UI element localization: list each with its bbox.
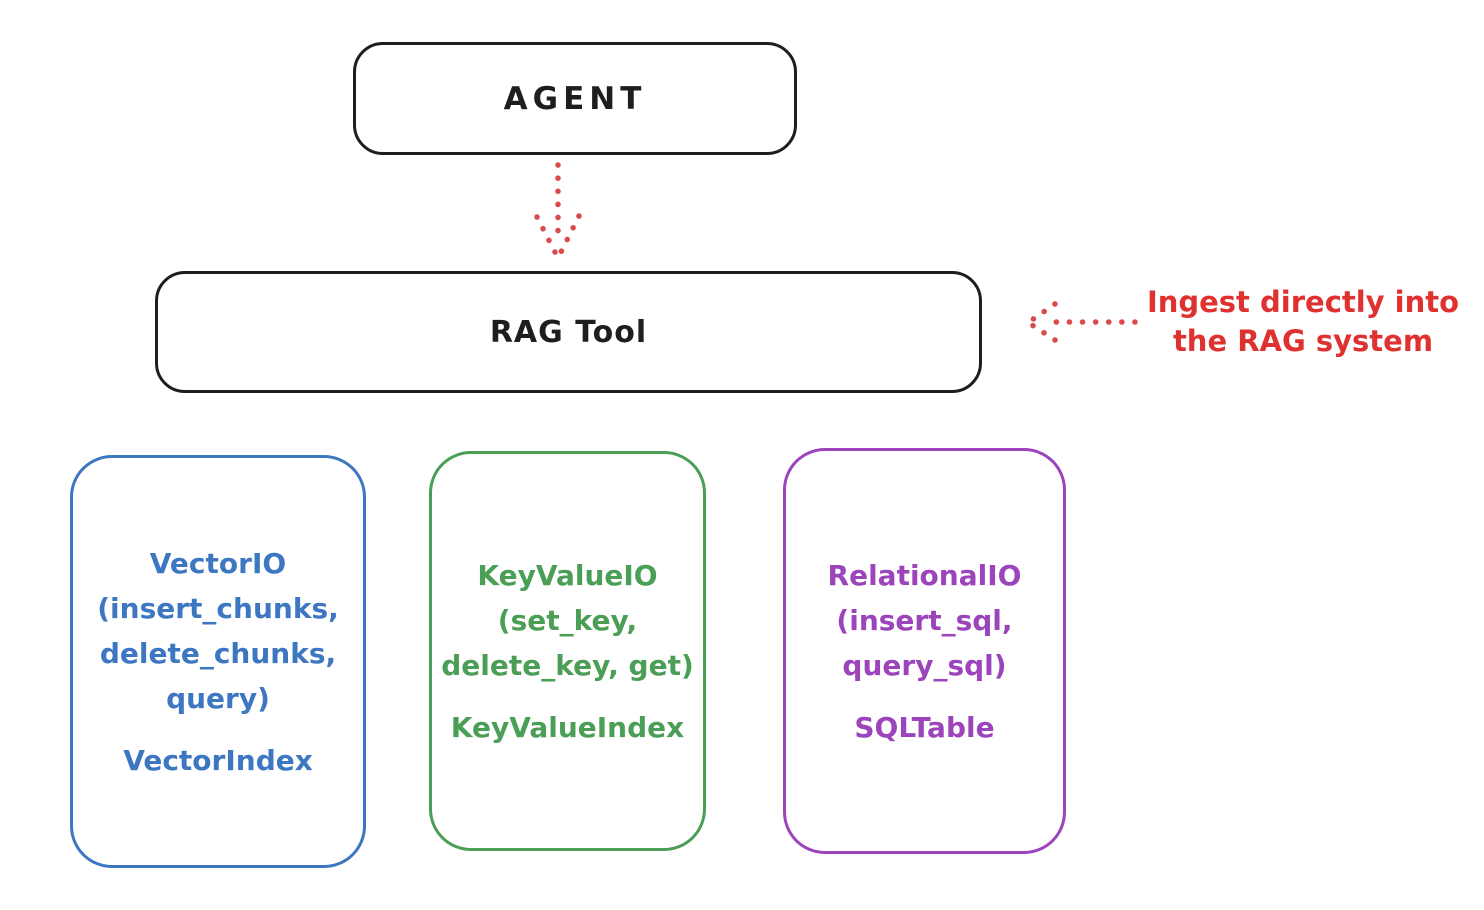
store-title: RelationalIO <box>827 558 1022 592</box>
annotation-line-1: Ingest directly into <box>1146 285 1460 319</box>
agent-label: AGENT <box>503 80 647 117</box>
agent-node: AGENT <box>353 42 797 155</box>
store-title: VectorIO <box>149 546 287 580</box>
relational-io-card: RelationalIO (insert_sql, query_sql) SQL… <box>783 448 1066 854</box>
store-method: query) <box>166 681 270 715</box>
rag-tool-label: RAG Tool <box>489 314 648 350</box>
vector-io-methods: VectorIO (insert_chunks, delete_chunks, … <box>97 541 339 721</box>
ingest-annotation: Ingest directly into the RAG system <box>1138 283 1468 361</box>
keyvalue-index-label: KeyValueIndex <box>450 710 685 744</box>
store-method: query_sql) <box>842 648 1007 682</box>
vector-index-label: VectorIndex <box>123 743 313 777</box>
sql-table-label: SQLTable <box>854 710 995 744</box>
rag-tool-node: RAG Tool <box>155 271 982 393</box>
annotation-line-2: the RAG system <box>1172 324 1434 358</box>
keyvalue-io-methods: KeyValueIO (set_key, delete_key, get) <box>441 553 694 688</box>
store-method: (insert_chunks, <box>97 591 339 625</box>
relational-io-methods: RelationalIO (insert_sql, query_sql) <box>828 553 1022 688</box>
vector-io-card: VectorIO (insert_chunks, delete_chunks, … <box>70 455 366 868</box>
store-method: delete_chunks, <box>99 636 337 670</box>
agent-to-rag-arrow-icon <box>534 162 582 257</box>
store-method: (insert_sql, <box>836 603 1013 637</box>
store-method: delete_key, get) <box>441 648 694 682</box>
store-method: (set_key, <box>497 603 638 637</box>
store-title: KeyValueIO <box>477 558 658 592</box>
annotation-arrow-icon <box>1026 301 1138 343</box>
keyvalue-io-card: KeyValueIO (set_key, delete_key, get) Ke… <box>429 451 706 851</box>
